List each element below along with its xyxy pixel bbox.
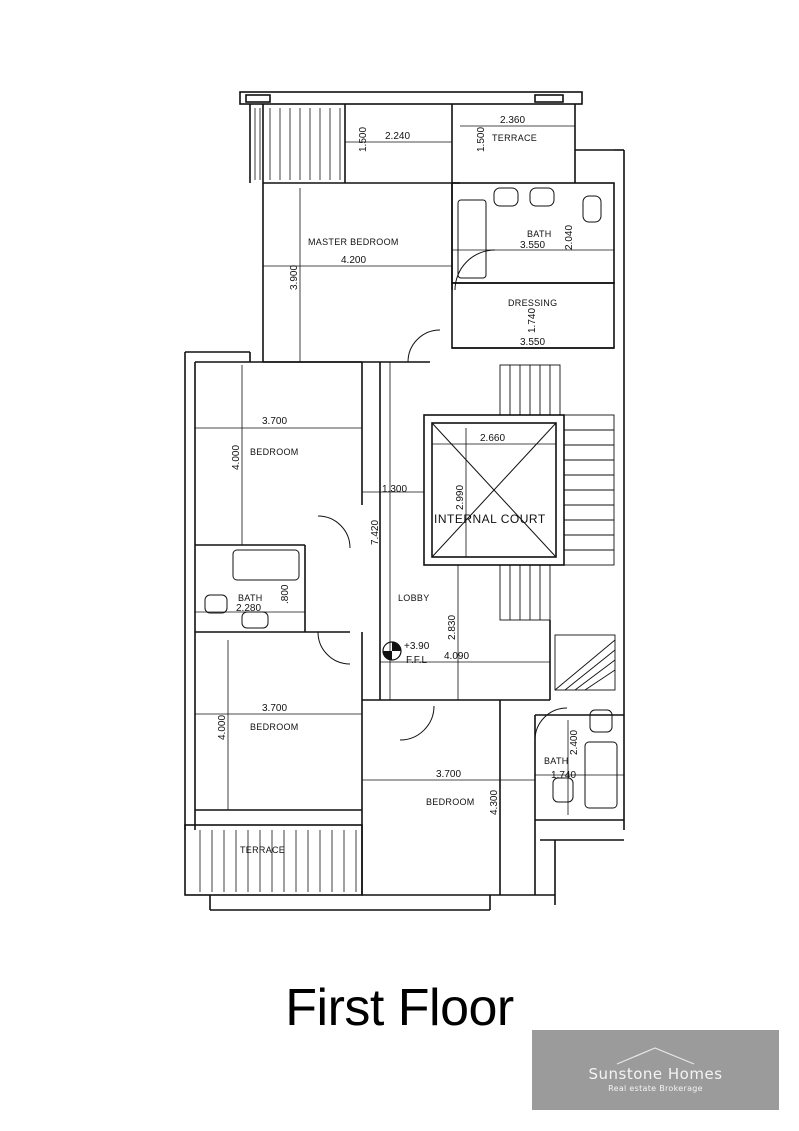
dim-1300: 1.300	[382, 484, 407, 495]
dim-4300: 4.300	[489, 790, 500, 815]
dim-1500-b: 1.500	[476, 127, 487, 152]
room-label-dressing: DRESSING	[508, 298, 557, 308]
room-label-terrace-top: TERRACE	[492, 133, 537, 143]
room-label-internal-court: INTERNAL COURT	[434, 512, 546, 526]
house-roof-icon	[616, 1047, 695, 1065]
dim-7420: 7.420	[370, 520, 381, 545]
staircase	[499, 364, 616, 691]
level-label: F.F.L	[406, 655, 428, 666]
room-label-bedroom-2: BEDROOM	[250, 722, 299, 732]
dim-2360: 2.360	[500, 115, 525, 126]
dim-1740-a: 1.740	[527, 308, 538, 333]
fixtures	[204, 187, 618, 809]
room-label-terrace-bottom: TERRACE	[240, 845, 285, 855]
dim-4090: 4.090	[444, 651, 469, 662]
dim-3700-b: 3.700	[262, 703, 287, 714]
room-label-lobby: LOBBY	[398, 593, 430, 603]
doors	[317, 249, 568, 741]
walls	[184, 91, 625, 911]
logo-name: Sunstone Homes	[588, 1065, 723, 1083]
dim-3700-a: 3.700	[262, 416, 287, 427]
dim-2240: 2.240	[385, 131, 410, 142]
level-value: +3.90	[404, 641, 430, 652]
dim-2990: 2.990	[455, 485, 466, 510]
dim-3550-a: 3.550	[520, 240, 545, 251]
room-labels: TERRACE MASTER BEDROOM BATH DRESSING BED…	[238, 133, 569, 855]
watermark-logo: Sunstone Homes Real estate Brokerage	[532, 1030, 779, 1110]
room-label-bath-master: BATH	[527, 229, 552, 239]
hatching	[199, 108, 357, 892]
dim-4000-b: 4.000	[217, 715, 228, 740]
dim-1500-a: 1.500	[358, 127, 369, 152]
level-marker	[382, 641, 402, 661]
dimension-labels: 2.360 2.240 1.500 1.500 3.900 4.200 3.55…	[217, 115, 580, 815]
dim-3550-b: 3.550	[520, 337, 545, 348]
logo-tagline: Real estate Brokerage	[608, 1084, 703, 1093]
dim-4000-a: 4.000	[231, 445, 242, 470]
dim-3900: 3.900	[289, 265, 300, 290]
room-label-bedroom-3: BEDROOM	[426, 797, 475, 807]
room-label-bath-right: BATH	[544, 756, 569, 766]
dim-2280: 2.280	[236, 603, 261, 614]
floor-plan: TERRACE MASTER BEDROOM BATH DRESSING BED…	[184, 91, 625, 911]
dim-800: .800	[280, 584, 291, 604]
room-label-bath-left: BATH	[238, 593, 263, 603]
room-label-bedroom-1: BEDROOM	[250, 447, 299, 457]
dimension-lines	[195, 125, 624, 895]
room-label-master-bedroom: MASTER BEDROOM	[308, 237, 399, 247]
dim-1740-b: 1.740	[551, 770, 576, 781]
dim-2040: 2.040	[564, 225, 575, 250]
dim-3700-c: 3.700	[436, 769, 461, 780]
dim-2400: 2.400	[569, 730, 580, 755]
dim-2830: 2.830	[447, 615, 458, 640]
floor-title: First Floor	[285, 979, 514, 1037]
dim-4200: 4.200	[341, 255, 366, 266]
dim-2660: 2.660	[480, 433, 505, 444]
